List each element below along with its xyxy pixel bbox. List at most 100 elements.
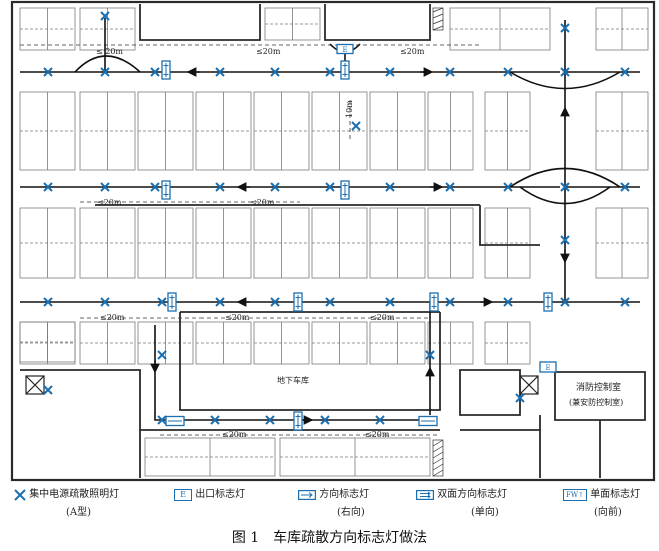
emergency-lamp-icon (620, 297, 630, 307)
emergency-lamp-icon (215, 297, 225, 307)
emergency-lamp-icon (515, 393, 525, 403)
emergency-lamp-icon (157, 350, 167, 360)
emergency-lamp-icon (503, 297, 513, 307)
figure-caption: 图 1 车库疏散方向标志灯做法 (231, 530, 428, 546)
direction-sign-icon (293, 411, 303, 431)
inner-walls (20, 4, 646, 478)
legend-item-exit: E 出口标志灯 (174, 488, 245, 501)
control-room-label: 消防控制室 (576, 381, 621, 393)
emergency-lamp-icon (560, 23, 570, 33)
emergency-lamp-icon (351, 121, 361, 131)
emergency-lamp-icon (43, 67, 53, 77)
emergency-lamp-icon (445, 67, 455, 77)
emergency-lamp-icon (385, 182, 395, 192)
emergency-lamp-icon (620, 182, 630, 192)
emergency-lamp-icon (325, 182, 335, 192)
garage-label: 地下车库 (277, 375, 309, 385)
emergency-lamp-icon (560, 182, 570, 192)
emergency-lamp-icon (100, 297, 110, 307)
direction-sign-icon (298, 489, 316, 500)
outer-walls (10, 0, 656, 482)
dist-label: ≤ 20m (96, 47, 123, 56)
dual-direction-sign-icon (416, 489, 434, 500)
exit-sign-icon: E (539, 361, 557, 373)
emergency-lamp-icon (620, 67, 630, 77)
emergency-lamps (43, 11, 630, 425)
emergency-lamp-icon (210, 415, 220, 425)
legend-dir-label: 方向标志灯 (319, 489, 370, 500)
direction-sign-icon (161, 60, 171, 80)
emergency-lamp-icon (270, 182, 280, 192)
dist-label: ≤20m (250, 198, 275, 207)
emergency-lamp-icon (100, 67, 110, 77)
dist-label: ≤20m (222, 430, 247, 439)
distance-labels: ≤ 20m ≤20m ≤20m ≤20m ≤20m ≤20m ≤20m ≤20m… (96, 47, 425, 439)
legend-lamp-sub: (A型) (66, 507, 92, 518)
emergency-lamp-icon (445, 297, 455, 307)
parking-stalls (19, 7, 649, 477)
single-sign-icon: FW↑ (563, 488, 587, 501)
legend: 集中电源疏散照明灯 (A型) E 出口标志灯 方向标志灯 (右向) 双面方向标志… (0, 488, 659, 522)
direction-sign-icon (418, 415, 438, 427)
emergency-lamp-icon (157, 415, 167, 425)
emergency-lamp-icon (560, 297, 570, 307)
emergency-lamp-icon (445, 182, 455, 192)
dual-direction-sign-icon (340, 60, 350, 80)
dist-label: ≤20m (400, 47, 425, 56)
dual-direction-sign-icon (429, 292, 439, 312)
emergency-lamp-icon (150, 182, 160, 192)
legend-dual-label: 双面方向标志灯 (437, 489, 508, 500)
emergency-lamp-icon (560, 235, 570, 245)
legend-item-dir: 方向标志灯 (298, 488, 369, 501)
route-arrows (150, 67, 570, 425)
emergency-lamp-icon (503, 67, 513, 77)
dual-direction-sign-icon (165, 415, 185, 427)
direction-sign-icon (293, 292, 303, 312)
legend-item-single: FW↑ 单面标志灯 (563, 488, 640, 501)
exit-sign-icon-glyph: E (545, 364, 550, 372)
direction-sign-icon (167, 292, 177, 312)
exit-sign-icon-glyph: E (342, 46, 347, 54)
single-sign-icon (543, 292, 553, 312)
legend-dir-sub: (右向) (337, 507, 365, 518)
dist-label: ≤20m (365, 430, 390, 439)
dimension-lines (20, 44, 480, 436)
emergency-lamp-icon (270, 67, 280, 77)
exit-sign-icon: E (174, 488, 192, 501)
emergency-lamp-icon (425, 350, 435, 360)
emergency-lamp-icon (100, 11, 110, 21)
dist-label: ≤20m (97, 198, 122, 207)
dist-label: ≤20m (370, 313, 395, 322)
dist-label: ≤20m (100, 313, 125, 322)
emergency-lamp-icon (43, 385, 53, 395)
legend-lamp-label: 集中电源疏散照明灯 (29, 489, 120, 500)
lamp-symbol-icon (14, 488, 26, 501)
emergency-lamp-icon (503, 182, 513, 192)
emergency-lamp-icon (385, 67, 395, 77)
garage-floor-plan: ≤ 20m ≤20m ≤20m ≤20m ≤20m ≤20m ≤20m ≤20m… (10, 0, 656, 482)
control-room-sublabel: (兼安防控制室) (569, 397, 623, 407)
dist-label: ≤20m (225, 313, 250, 322)
emergency-lamp-icon (265, 415, 275, 425)
emergency-lamp-icon (150, 67, 160, 77)
emergency-lamp-icon (560, 67, 570, 77)
dual-direction-sign-icon (340, 180, 350, 200)
emergency-lamp-icon (43, 182, 53, 192)
emergency-lamp-icon (325, 67, 335, 77)
legend-single-sub: (向前) (594, 507, 622, 518)
exit-sign-icon: E (336, 43, 354, 55)
emergency-lamp-icon (320, 415, 330, 425)
dist-label-vertical: 10m (345, 100, 354, 118)
hatched-shafts (432, 7, 444, 477)
legend-exit-label: 出口标志灯 (195, 489, 246, 500)
emergency-lamp-icon (43, 297, 53, 307)
emergency-lamp-icon (215, 182, 225, 192)
stair-boxes (25, 375, 539, 395)
legend-item-dual: 双面方向标志灯 (416, 488, 507, 501)
dist-label: ≤20m (256, 47, 281, 56)
direction-sign-icon (161, 180, 171, 200)
emergency-lamp-icon (270, 297, 280, 307)
emergency-lamp-icon (375, 415, 385, 425)
evacuation-routes (20, 18, 640, 421)
emergency-lamp-icon (215, 67, 225, 77)
